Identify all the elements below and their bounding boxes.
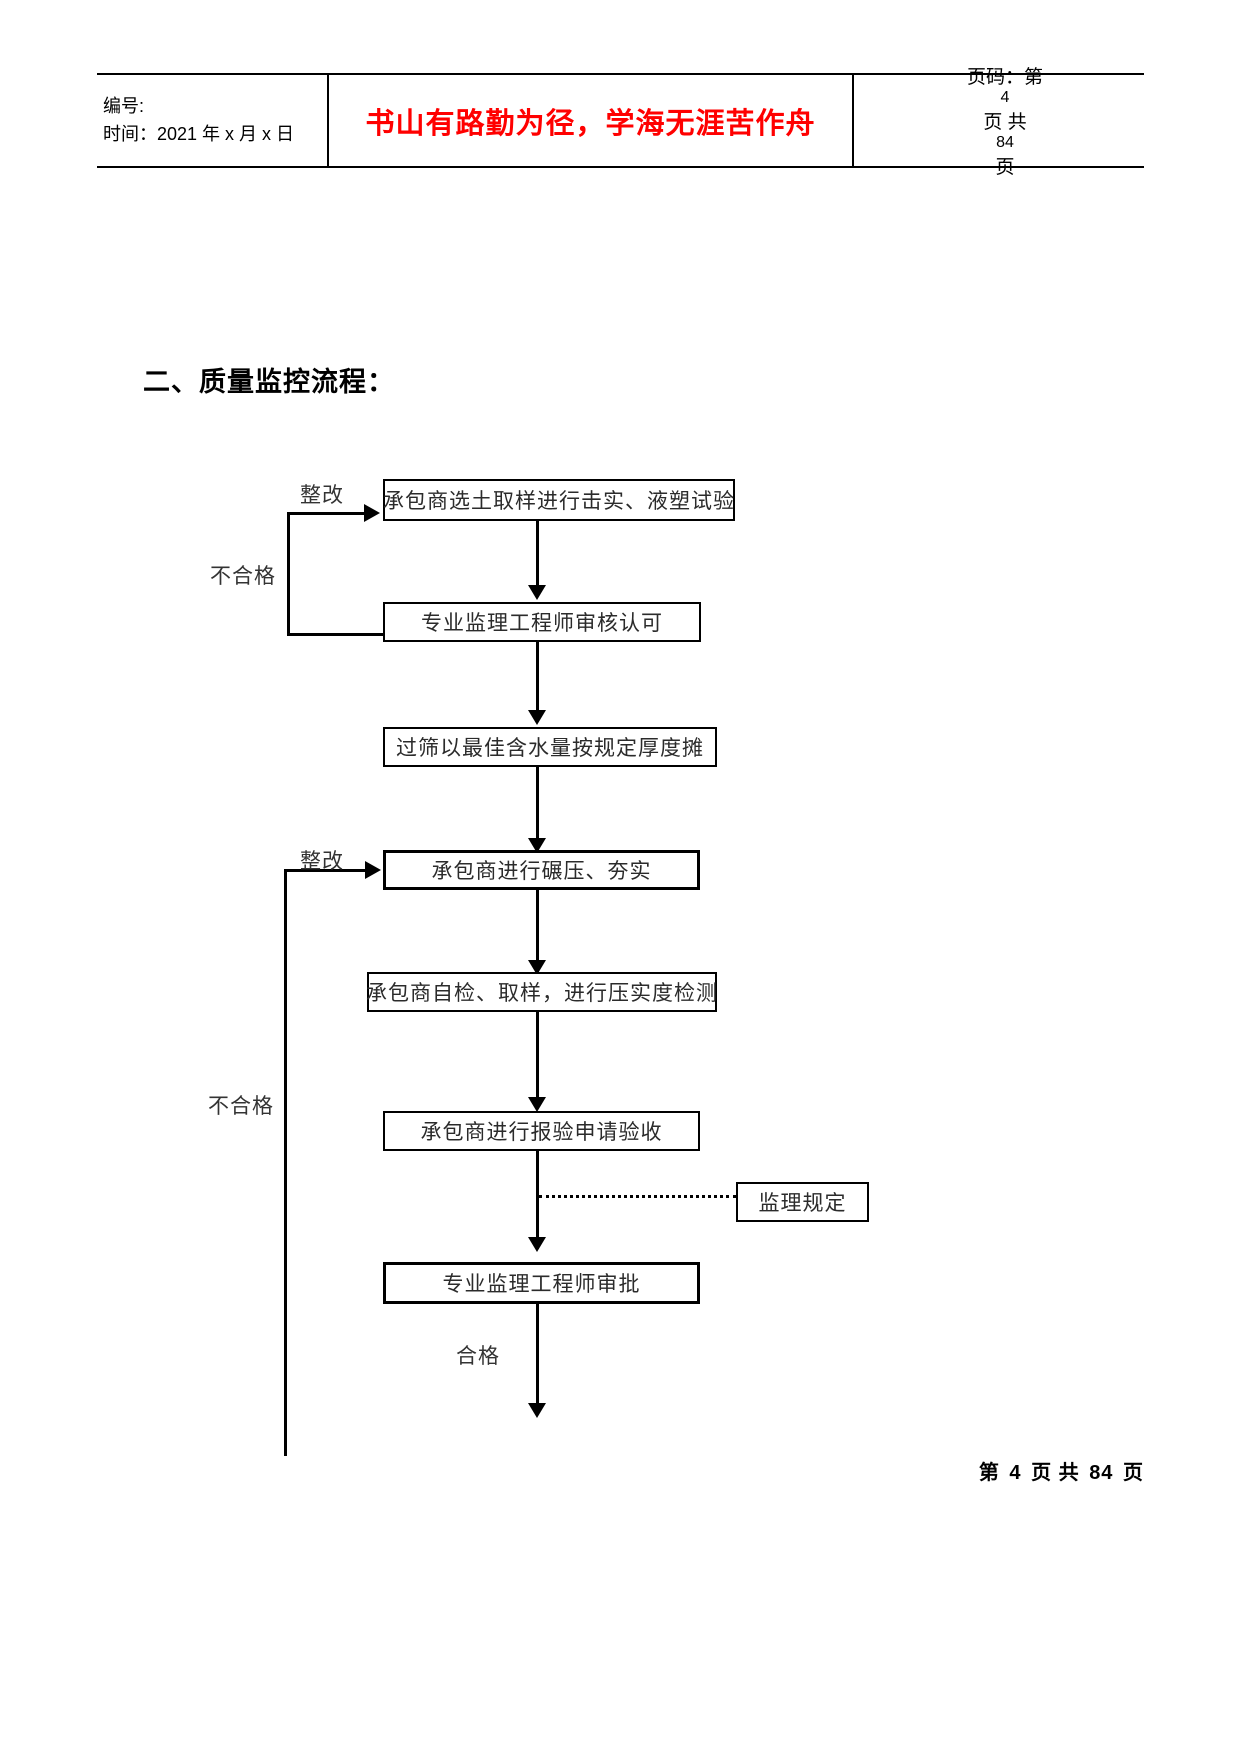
page-footer: 第 4 页 共 84 页 — [979, 1456, 1144, 1485]
flow-node-label: 承包商进行碾压、夯实 — [431, 859, 652, 883]
footer-mid: 页 共 — [1031, 1462, 1080, 1484]
loop1-vertical-segment — [287, 512, 290, 635]
header-time-label: 时间：2021 年 x 月 x 日 — [103, 123, 295, 144]
connector-n2-n3-line — [536, 642, 539, 720]
connector-n2-n3-arrowhead — [528, 710, 546, 725]
loop1-bottom-segment — [287, 633, 383, 636]
connector-n4-n5-arrowhead — [528, 960, 546, 975]
header-page-total: 84 — [996, 134, 1014, 151]
connector-n3-n4-arrowhead — [528, 838, 546, 853]
connector-n6-n7-arrowhead — [528, 1237, 546, 1252]
connector-n1-n2-line — [536, 521, 539, 596]
flow-node-supervision-rules[interactable]: 监理规定 — [736, 1182, 869, 1222]
page-header-table: 编号: 时间：2021 年 x 月 x 日 书山有路勤为径，学海无涯苦作舟 页码… — [97, 67, 1144, 178]
flow-node-label: 专业监理工程师审核认可 — [421, 611, 663, 635]
header-slogan-text: 书山有路勤为径，学海无涯苦作舟 — [365, 107, 816, 140]
connector-n3-n4-line — [536, 767, 539, 849]
header-cell-code-time: 编号: 时间：2021 年 x 月 x 日 — [97, 75, 329, 166]
flow-node-label: 承包商进行报验申请验收 — [420, 1120, 663, 1144]
footer-page-total: 84 — [1089, 1462, 1114, 1484]
header-cell-page-number: 页码：第 4 页 共 84 页 — [854, 67, 1144, 178]
header-page-prefix: 页码：第 — [966, 67, 1043, 88]
flow-node-sieve-spread[interactable]: 过筛以最佳含水量按规定厚度摊 — [383, 727, 717, 767]
flow-node-rolling-compaction[interactable]: 承包商进行碾压、夯实 — [383, 850, 700, 890]
flow-label-unqualified-top: 不合格 — [210, 564, 276, 588]
loop1-arrowhead — [364, 504, 380, 522]
flow-label-rework-top: 整改 — [300, 483, 344, 507]
flow-node-acceptance-request[interactable]: 承包商进行报验申请验收 — [383, 1111, 700, 1151]
flow-node-label: 监理规定 — [758, 1191, 847, 1215]
flow-node-engineer-approval[interactable]: 专业监理工程师审批 — [383, 1262, 700, 1304]
flow-node-label: 过筛以最佳含水量按规定厚度摊 — [396, 736, 704, 760]
header-page-mid: 页 共 — [983, 112, 1027, 133]
connector-n7-out-line — [536, 1304, 539, 1414]
connector-n6-n7-line — [536, 1151, 539, 1249]
header-code-label: 编号: — [103, 95, 145, 116]
footer-suffix: 页 — [1123, 1462, 1144, 1484]
flow-node-self-inspection[interactable]: 承包商自检、取样，进行压实度检测 — [366, 972, 718, 1012]
connector-n7-out-arrowhead — [528, 1403, 546, 1418]
flow-label-qualified: 合格 — [456, 1344, 500, 1368]
flow-node-label: 承包商选土取样进行击实、液塑试验 — [383, 489, 735, 513]
connector-supervision-rules-dotted — [539, 1195, 736, 1198]
connector-n5-n6-line — [536, 1012, 539, 1107]
connector-n1-n2-arrowhead — [528, 585, 546, 600]
header-page-current: 4 — [1000, 89, 1010, 106]
loop2-top-segment — [284, 869, 366, 872]
page-title: 二、质量监控流程： — [143, 367, 395, 397]
header-page-suffix: 页 — [995, 157, 1015, 178]
flow-label-unqualified-mid: 不合格 — [208, 1094, 274, 1118]
flow-node-label: 承包商自检、取样，进行压实度检测 — [366, 981, 718, 1005]
loop2-vertical-segment — [284, 869, 287, 1456]
connector-n4-n5-line — [536, 890, 539, 972]
header-cell-slogan: 书山有路勤为径，学海无涯苦作舟 — [329, 75, 854, 166]
loop1-top-segment — [287, 512, 365, 515]
loop2-arrowhead — [365, 861, 381, 879]
flow-node-soil-sampling[interactable]: 承包商选土取样进行击实、液塑试验 — [383, 479, 735, 521]
footer-prefix: 第 — [978, 1462, 1000, 1484]
connector-n5-n6-arrowhead — [528, 1097, 546, 1112]
footer-page-current: 4 — [1009, 1462, 1022, 1484]
flow-node-engineer-review[interactable]: 专业监理工程师审核认可 — [383, 602, 701, 642]
flow-label-rework-mid: 整改 — [300, 849, 344, 873]
flow-node-label: 专业监理工程师审批 — [442, 1272, 641, 1296]
